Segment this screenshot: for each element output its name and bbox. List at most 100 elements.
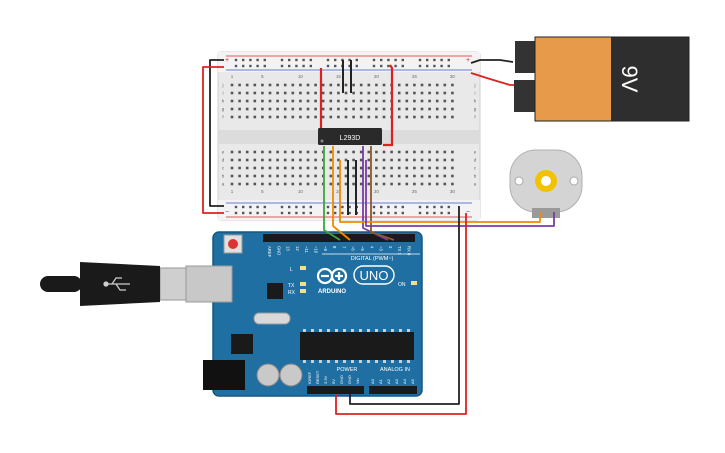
bb-hole [375,107,378,111]
analog-pin-label: A2 [386,378,391,384]
bb-hole [253,166,257,170]
bb-rail-hole [426,205,429,209]
bb-hole [276,99,279,103]
atmega-pin [311,329,314,332]
bb-hole [397,83,401,87]
bb-rail-hole [309,205,312,209]
atmega-pin [343,360,346,363]
bb-hole [253,182,257,186]
atmega-pin [319,360,322,363]
bb-hole [344,166,348,170]
digital-pin-label: ~9 [323,246,328,251]
bb-rail-hole [418,64,422,68]
usb-icon [103,277,130,291]
bb-hole [375,150,378,154]
bb-hole [337,115,340,119]
bb-rail-hole [433,64,436,68]
l293d-chip: L293D [318,128,382,145]
bb-hole [359,158,363,162]
bb-hole [276,166,279,170]
bb-hole [428,83,431,87]
atmega-pin [375,329,378,332]
bb-hole [367,115,371,119]
bb-rail-hole [263,205,266,209]
bb-hole [291,107,295,111]
bb-hole [276,107,279,111]
atmega-pin [407,329,410,332]
bb-hole [367,107,371,111]
bb-rail-hole [256,205,259,209]
bb-rail-hole [234,205,238,209]
bb-hole [238,99,241,103]
atmega-pin [303,360,306,363]
usb-cable [40,276,82,292]
bb-hole [230,158,234,162]
bb-rail-hole [426,64,429,68]
bb-hole [352,174,355,178]
atmega-pin [359,329,362,332]
bb-hole [390,174,393,178]
atmega-pin [319,329,322,332]
battery-label: 9V [617,66,642,93]
bb-hole [283,83,287,87]
bb-hole [390,150,393,154]
bb-hole [420,91,424,95]
bb-hole [306,107,310,111]
bb-column-number: 25 [412,74,418,79]
bb-hole [291,166,295,170]
digital-pin-label: ~3 [379,246,384,251]
bb-hole [238,150,241,154]
bb-row-letter: i [475,91,476,96]
bb-hole [352,91,355,95]
atmega-pin [399,329,402,332]
bb-hole [306,182,310,186]
bb-hole [261,115,264,119]
reset-button-cap[interactable] [228,239,238,249]
bb-rail-hole [242,64,245,68]
bb-hole [238,115,241,119]
bb-hole [329,99,333,103]
bb-hole [344,174,348,178]
bb-hole [283,115,287,119]
chip-pin1-mark [320,139,324,143]
bb-hole [276,158,279,162]
power-pin-label: 5V [331,379,336,384]
bb-hole [283,107,287,111]
bb-rail-hole [326,58,330,62]
dc-motor [509,149,583,218]
bb-column-number: 30 [450,189,456,194]
bb-rail-hole [249,211,252,215]
bb-hole [359,166,363,170]
atmega-pin [367,360,370,363]
bb-rail-hole [334,211,337,215]
analog-pin-label: A3 [394,378,399,384]
bb-hole [375,182,378,186]
atmega-pin [335,329,338,332]
bb-row-letter: c [222,166,225,171]
bb-hole [321,83,325,87]
bb-hole [276,150,279,154]
bb-hole [299,83,302,87]
bb-hole [435,99,439,103]
bb-hole [352,150,355,154]
bb-hole [451,174,454,178]
bb-hole [314,83,317,87]
bb-hole [261,150,264,154]
atmega-pin [343,329,346,332]
bb-hole [397,158,401,162]
analog-header [369,386,417,394]
bb-rail-hole [380,211,383,215]
bb-hole [276,83,279,87]
bb-rail-hole [447,205,450,209]
bb-rail-hole [288,205,291,209]
bb-hole [352,166,355,170]
bb-hole [451,107,454,111]
battery-terminal-block [515,41,535,73]
bb-hole [299,150,302,154]
bb-rail-hole [326,64,330,68]
bb-rail-hole [341,211,344,215]
bb-hole [283,91,287,95]
bb-hole [344,158,348,162]
atmega-pin [367,329,370,332]
l-led-label: L [290,267,293,273]
